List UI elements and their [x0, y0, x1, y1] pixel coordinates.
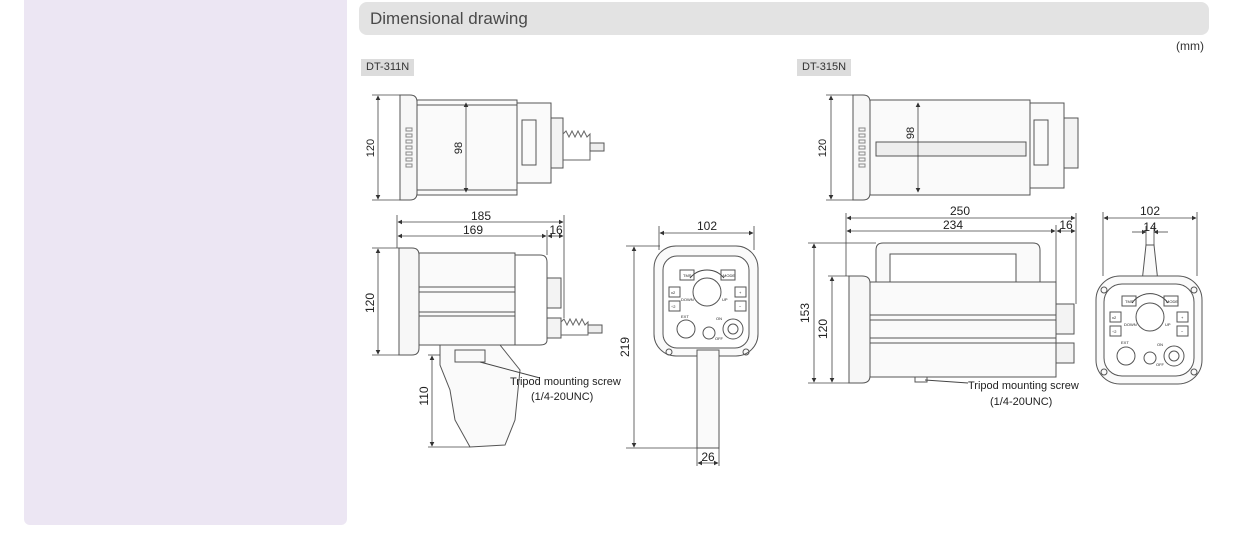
section-header: Dimensional drawing [359, 2, 1209, 35]
dt315n-btn-plus [1176, 311, 1189, 323]
dt311n-top-cable [589, 142, 605, 152]
dt311n-tripod-label: Tripod mounting screw [510, 376, 621, 388]
dt311n-tripod-socket [454, 349, 486, 363]
dt311n-grip [439, 344, 521, 448]
dt311n-panel-text-x2: x2 [671, 290, 676, 295]
dt315n-btn-x2 [1109, 311, 1122, 323]
dt315n-btn-mode [1163, 295, 1179, 307]
dt315n-side-body [869, 281, 1057, 378]
dt311n-side-body [418, 252, 516, 346]
dt315n-top-inner-label: 98 [905, 127, 917, 139]
dt311n-panel-text-mode: MODE [723, 273, 735, 278]
dt311n-btn-x2 [668, 286, 681, 298]
dt315n-top-handle [875, 141, 1027, 157]
left-sidebar-panel [24, 0, 347, 525]
dt315n-ext-connector [1116, 346, 1136, 366]
dt311n-front-knob [692, 277, 722, 307]
dt311n-panel-text-up: UP [722, 297, 728, 302]
dt315n-side-view [848, 242, 1075, 384]
dt315n-btn-minus [1176, 325, 1189, 337]
dt311n-shaft-label: 16 [549, 223, 563, 237]
dt315n-panel-text-div2: ÷2 [1112, 329, 1117, 334]
dt315n-panel-text-minus: − [1181, 329, 1184, 334]
dt311n-panel-text-on: ON [716, 316, 722, 321]
section-title: Dimensional drawing [370, 9, 528, 28]
dt315n-panel-text-on: ON [1157, 342, 1163, 347]
dt315n-top-display [1033, 119, 1049, 166]
dt315n-tripod-spec: (1/4-20UNC) [990, 396, 1052, 408]
dt311n-front-width-label: 102 [697, 219, 717, 233]
dt311n-side-lens-cap [398, 247, 420, 356]
dt315n-panel-text-mode: MODE [1166, 299, 1178, 304]
dt311n-front-dims [626, 226, 755, 466]
dt315n-top-dims [826, 94, 921, 201]
dt315n-panel-text-up: UP [1165, 322, 1171, 327]
dt315n-body-height-label: 120 [816, 319, 830, 339]
dt311n-top-view [399, 94, 605, 201]
dt311n-side-dims [372, 215, 565, 448]
dt315n-tripod-socket [914, 376, 928, 383]
dt311n-top-height-label: 120 [365, 139, 377, 157]
dt315n-side-lens-cap [848, 275, 871, 384]
dt311n-panel-text-tms: TMS [683, 273, 692, 278]
dt311n-btn-plus [734, 286, 747, 298]
dt311n-panel-text-minus: − [739, 304, 742, 309]
dt311n-overall-length-label: 185 [471, 209, 491, 223]
dt311n-panel-text-plus: + [739, 290, 742, 295]
dt311n-btn-minus [734, 300, 747, 312]
dt315n-top-height-label: 120 [817, 139, 829, 157]
dt311n-front-grip [696, 349, 720, 449]
dt315n-front-knob [1135, 302, 1165, 332]
dt311n-front-view [653, 245, 759, 449]
dt315n-overall-length-label: 250 [950, 204, 970, 218]
dt311n-top-display [521, 119, 537, 166]
dt315n-panel-text-tms: TMS [1125, 299, 1134, 304]
dt311n-btn-div2 [668, 300, 681, 312]
dt311n-total-height-label: 219 [618, 337, 632, 357]
dt315n-panel-text-x2: x2 [1112, 315, 1117, 320]
dt315n-btn-div2 [1109, 325, 1122, 337]
dt311n-btn-tms [679, 269, 695, 281]
dt315n-shaft-label: 16 [1059, 218, 1073, 232]
dt311n-grip-height-label: 110 [417, 386, 431, 405]
dt315n-panel-text-down: DOWN [1124, 322, 1137, 327]
dt311n-ext-connector [676, 319, 696, 339]
dt315n-power-jack [1163, 345, 1185, 367]
dt311n-top-body [416, 99, 518, 196]
dt315n-total-height-label: 153 [798, 303, 812, 323]
model-tag-dt315n: DT-315N [797, 59, 852, 76]
dt315n-top-view [852, 94, 1079, 201]
dt315n-top-lens-cap [852, 94, 871, 201]
dt315n-panel-text-ext: EXT [1121, 340, 1129, 345]
dt315n-front-view [1095, 244, 1203, 385]
dt311n-panel-text-off: OFF [715, 336, 724, 341]
dt311n-side-view [398, 247, 603, 448]
dt311n-switch [702, 326, 716, 340]
dt311n-tripod-spec: (1/4-20UNC) [531, 391, 593, 403]
model-tag-dt311n: DT-311N [361, 59, 415, 76]
unit-label: (mm) [1176, 39, 1204, 53]
dt315n-front-width-label: 102 [1140, 204, 1160, 218]
dt311n-btn-mode [720, 269, 736, 281]
dt315n-side-dims [808, 213, 1077, 384]
dt311n-top-inner-label: 98 [453, 142, 465, 154]
dt311n-grip-width-label: 26 [701, 450, 715, 464]
dt311n-top-dims [372, 94, 469, 201]
dt315n-btn-tms [1121, 295, 1137, 307]
dt311n-top-lens-cap [399, 94, 418, 201]
dt315n-front-dims [1102, 212, 1198, 276]
dt311n-panel-text-down: DOWN [681, 297, 694, 302]
dt315n-handle-width-label: 14 [1143, 220, 1157, 234]
dt315n-tripod-label: Tripod mounting screw [968, 380, 1079, 392]
dt311n-panel-text-div2: ÷2 [671, 304, 676, 309]
dt311n-panel-text-ext: EXT [681, 314, 689, 319]
dt311n-side-height-label: 120 [363, 293, 377, 313]
dt311n-power-jack [722, 318, 744, 340]
dt315n-switch [1143, 351, 1157, 365]
dt315n-panel-text-off: OFF [1156, 362, 1165, 367]
dt315n-panel-text-plus: + [1181, 315, 1184, 320]
dt311n-body-length-label: 169 [463, 223, 483, 237]
dt315n-body-length-label: 234 [943, 218, 963, 232]
